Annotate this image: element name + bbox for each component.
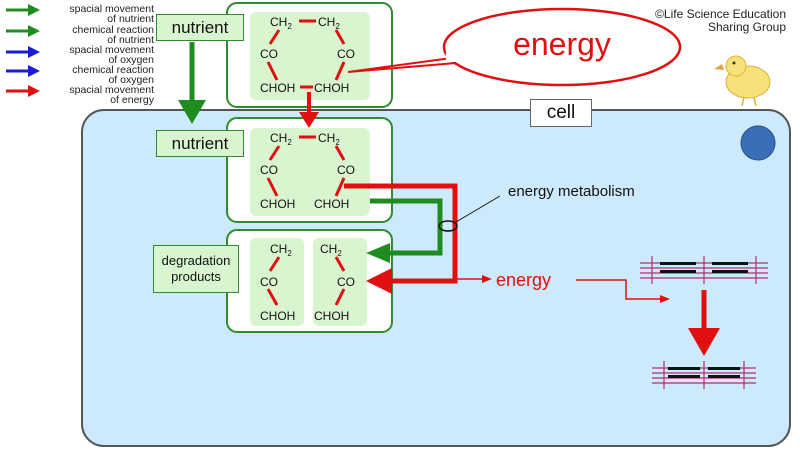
contraction-arrow: [688, 290, 720, 356]
svg-text:CH2: CH2: [270, 15, 292, 31]
svg-text:CHOH: CHOH: [260, 81, 295, 95]
svg-text:CH2: CH2: [320, 242, 342, 258]
nutrient-inside-label: nutrient: [156, 130, 244, 157]
nutrient-outside-label: nutrient: [156, 14, 244, 41]
fragment-text: CH2 CO CHOH CH2 CO CHOH: [260, 242, 355, 323]
svg-text:CH2: CH2: [270, 242, 292, 258]
energy-bubble-text: energy: [513, 26, 611, 62]
svg-text:CHOH: CHOH: [314, 197, 349, 211]
svg-text:CO: CO: [337, 275, 355, 289]
svg-text:CH2: CH2: [318, 131, 340, 147]
energy-bubble: [347, 7, 682, 87]
svg-text:CHOH: CHOH: [260, 309, 295, 323]
energy-released-label: energy: [496, 270, 552, 290]
bonds-molecule-outside: [266, 19, 346, 89]
svg-text:CO: CO: [260, 47, 278, 61]
energy-to-muscle-line: [576, 279, 670, 303]
svg-text:CH2: CH2: [270, 131, 292, 147]
svg-text:CH2: CH2: [318, 15, 340, 31]
cell-label: cell: [530, 99, 592, 127]
svg-text:CO: CO: [337, 47, 355, 61]
molecule-text-outside: CH2 CH2 CO CO CHOH CHOH: [260, 15, 355, 95]
nucleus-dot: [740, 125, 776, 161]
molecule-transport-arrow: [299, 92, 319, 128]
metabolism-pointer: [455, 195, 501, 223]
bonds-fragments: [266, 256, 346, 306]
metabolism-marker: [438, 220, 458, 232]
metabolism-green-path: [366, 198, 443, 263]
degradation-products-label: degradation products: [153, 245, 239, 293]
fragment-inner-left: [250, 238, 304, 326]
molecule-text-inside: CH2 CH2 CO CO CHOH CHOH: [260, 131, 355, 211]
svg-text:CHOH: CHOH: [314, 309, 349, 323]
metabolism-red-path: [344, 183, 492, 294]
energy-metabolism-label: energy metabolism: [508, 183, 635, 200]
bonds-molecule-inside: [266, 135, 346, 197]
svg-text:CHOH: CHOH: [314, 81, 349, 95]
nutrient-transport-arrow: [178, 42, 206, 124]
sarcomere-contracted: [652, 361, 756, 389]
sarcomere-relaxed: [640, 256, 768, 284]
legend-arrows: [6, 4, 40, 97]
svg-text:CO: CO: [337, 163, 355, 177]
svg-text:CHOH: CHOH: [260, 197, 295, 211]
duck-illustration: [714, 55, 771, 107]
svg-text:CO: CO: [260, 275, 278, 289]
fragment-inner-right: [313, 238, 367, 326]
svg-text:CO: CO: [260, 163, 278, 177]
ch-label: CH: [270, 15, 287, 29]
credit-text: ©Life Science Education Sharing Group: [655, 7, 786, 34]
